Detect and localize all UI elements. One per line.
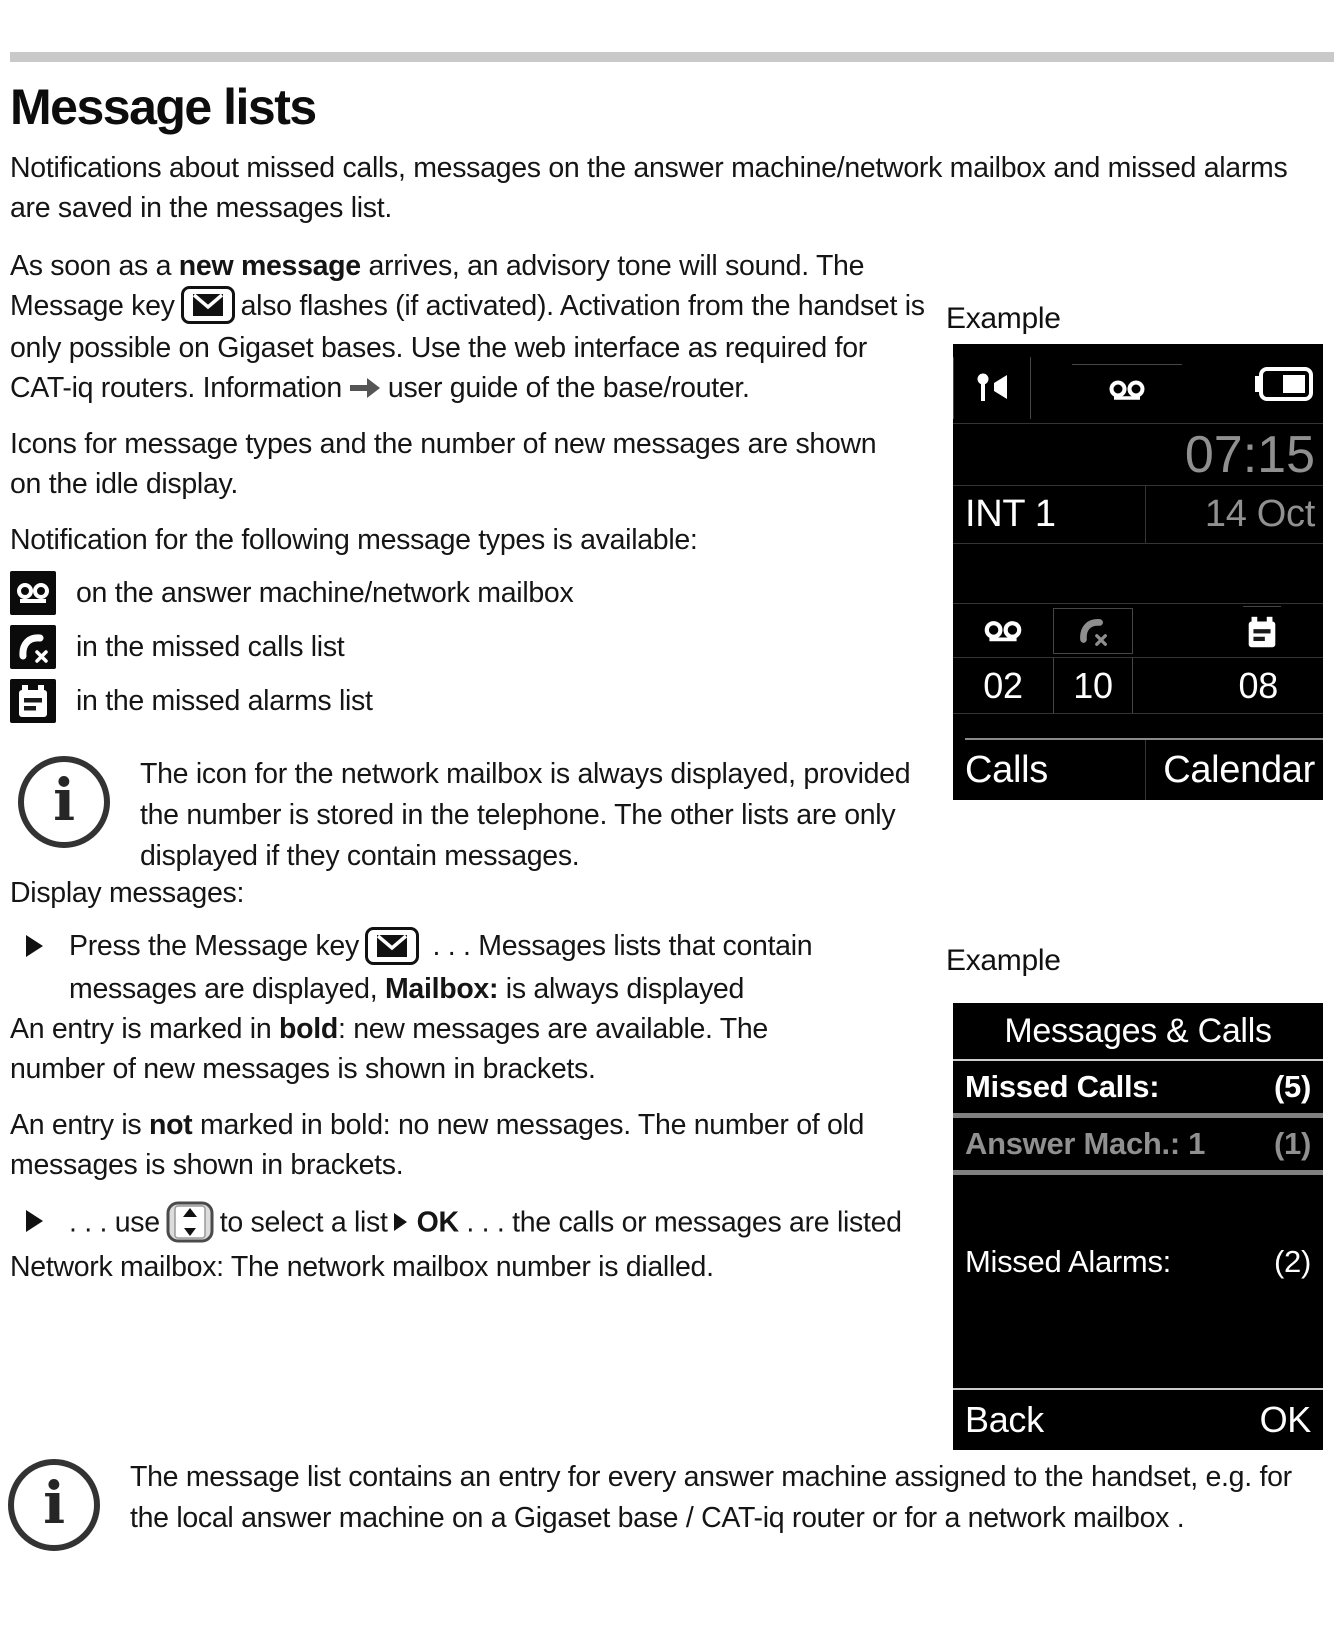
text-run: arrives, an advisory tone will sound. Th… [10,250,865,322]
row-count: (1) [1274,1126,1311,1161]
intro-paragraph: Notifications about missed calls, messag… [10,152,1288,224]
legend-label: in the missed alarms list [76,684,373,717]
softkey-bar: Calls Calendar [953,740,1323,800]
text-run: . . . use [69,1206,160,1239]
legend-label: on the answer machine/network mailbox [76,576,574,609]
missed-call-icon [19,634,48,664]
text-run-bold: Mailbox: [384,972,499,1005]
notification-intro-paragraph: Notification for the following message t… [10,524,698,557]
text-run: As soon as a [10,250,179,282]
message-type-icons-row [953,604,1323,658]
legend-box [10,625,56,670]
missed-call-icon [1080,618,1107,646]
answer-machine-icon [984,620,1022,641]
text-run-bold: bold [279,1012,338,1045]
text-run: An entry is marked in [10,1012,280,1045]
new-message-paragraph: As soon as a new message arrives, an adv… [10,246,928,408]
message-key-icon [364,926,419,965]
missed-alarms-row: Missed Alarms: (2) [953,1233,1323,1290]
text-run: Press the Message key [69,930,359,963]
bullet-arrow-icon [26,1209,43,1232]
arrow-right-icon [349,377,380,398]
text-run: also flashes (if activated). Activation … [10,290,925,405]
date-label: 14 Oct [1145,486,1323,543]
control-key-up-down-icon [166,1201,214,1243]
missed-alarm-icon [1248,616,1276,647]
row-label: Missed Calls: [965,1069,1160,1104]
answer-machine-count: 02 [983,664,1023,706]
info-icon: i [18,756,110,849]
missed-calls-row: Missed Calls: (5) [953,1061,1323,1118]
network-mailbox-paragraph: Network mailbox: The network mailbox num… [10,1250,714,1283]
info-icon: i [8,1459,100,1551]
empty-row [953,1175,1323,1233]
clock-text: 07:15 [953,424,1323,486]
answer-machine-icon [1109,380,1145,400]
row-label: Missed Alarms: [965,1243,1171,1279]
left-column: As soon as a new message arrives, an adv… [10,246,928,1287]
icons-intro-paragraph: Icons for message types and the number o… [10,428,877,501]
bullet-select-list: . . . use to select a list OK . . . the ca… [20,1201,928,1247]
text-run: . . . Messages lists that contain messag… [69,930,813,1005]
int-label: INT 1 [965,493,1056,535]
legend-item-answer-machine: on the answer machine/network mailbox [10,570,928,616]
page-header-bar [10,52,1334,62]
legend-box [10,571,56,616]
text-run-bold: not [148,1108,193,1141]
row-count: (2) [1274,1243,1311,1279]
page-title: Message lists [10,79,317,135]
legend-label: in the missed calls list [76,630,345,663]
text-run: . . . the calls or messages are listed [458,1206,902,1239]
legend-item-missed-calls: in the missed calls list [10,624,928,670]
softkey-bar: Back OK [953,1388,1323,1450]
text-run-bold: new message [178,250,361,282]
legend-item-missed-alarms: in the missed alarms list [10,678,928,724]
bullet-arrow-icon [26,935,43,958]
message-key-icon [180,286,235,325]
int-date-row: INT 1 14 Oct [953,486,1323,544]
empty-row [953,544,1323,604]
text-run: marked in bold: no new messages. The num… [10,1108,865,1181]
signal-icon [977,373,1007,401]
missed-alarms-count: 08 [1238,664,1279,706]
text-run: is always displayed [498,972,745,1005]
softkey-calendar: Calendar [1145,740,1323,800]
softkey-ok: OK [1259,1399,1312,1440]
row-label: Answer Mach.: 1 [965,1126,1206,1161]
inline-arrow-icon [393,1213,407,1232]
text-run: An entry is [10,1108,149,1141]
row-count: (5) [1274,1069,1311,1104]
message-counts-row: 02 10 08 [953,658,1323,714]
missed-calls-count: 10 [1053,658,1133,713]
manual-page: Message lists Notifications about missed… [0,52,1344,1636]
info-note-text: The icon for the network mailbox is alwa… [140,758,911,873]
text-run: : new messages are available. The number… [10,1012,768,1085]
info-note-1: i The icon for the network mailbox is al… [18,754,918,877]
text-run: to select a list [219,1206,388,1239]
example-label: Example [946,302,1061,335]
legend-box [10,679,56,724]
ok-key-label: OK [416,1206,459,1239]
not-bold-entry-paragraph: An entry is not marked in bold: no new m… [10,1105,870,1185]
example-label: Example [946,944,1061,977]
battery-icon [1255,366,1313,401]
softkey-calls: Calls [965,748,1048,791]
idle-display-screen: 07:15 INT 1 14 Oct 02 10 08 Ca [953,344,1323,800]
info-note-text: The message list contains an entry for e… [130,1461,1292,1534]
messages-calls-screen: Messages & Calls Missed Calls: (5) Answe… [953,1003,1323,1450]
text-run: user guide of the base/router. [387,372,750,405]
bullet-press-message-key: Press the Message key . . . Messages lis… [20,926,928,1008]
screen-title: Messages & Calls [953,1003,1323,1061]
bold-entry-paragraph: An entry is marked in bold: new messages… [10,1009,870,1089]
status-bar [953,344,1323,424]
softkey-separator [953,714,1323,740]
display-messages-heading: Display messages: [10,877,245,910]
answer-machine-row: Answer Mach.: 1 (1) [953,1118,1323,1175]
softkey-back: Back [965,1399,1044,1440]
answer-machine-icon [17,583,49,604]
missed-alarm-icon [19,685,47,718]
info-note-2: i The message list contains an entry for… [8,1457,1310,1551]
